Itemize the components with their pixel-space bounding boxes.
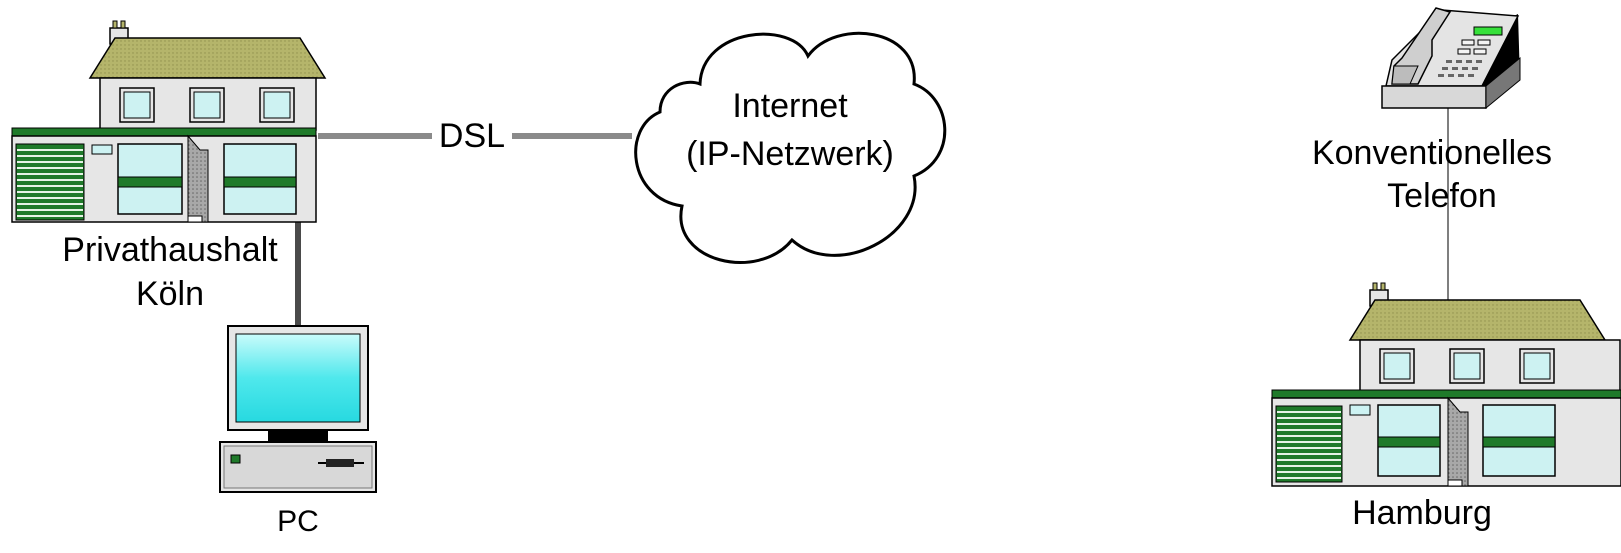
label-koeln: Köln bbox=[135, 275, 205, 313]
telephone bbox=[1381, 7, 1521, 110]
house-hamburg bbox=[1271, 282, 1621, 487]
pc-computer bbox=[219, 325, 377, 493]
internet-cloud bbox=[634, 31, 947, 264]
label-internet: Internet bbox=[732, 87, 848, 125]
house-koeln bbox=[11, 20, 327, 223]
label-telefon: Telefon bbox=[1387, 177, 1497, 215]
label-privathaushalt: Privathaushalt bbox=[62, 231, 278, 269]
label-dsl: DSL bbox=[438, 117, 506, 155]
label-pc: PC bbox=[277, 505, 319, 538]
label-ip-netzwerk: (IP-Netzwerk) bbox=[686, 135, 894, 173]
label-hamburg: Hamburg bbox=[1352, 494, 1492, 532]
label-konventionelles: Konventionelles bbox=[1311, 134, 1553, 172]
